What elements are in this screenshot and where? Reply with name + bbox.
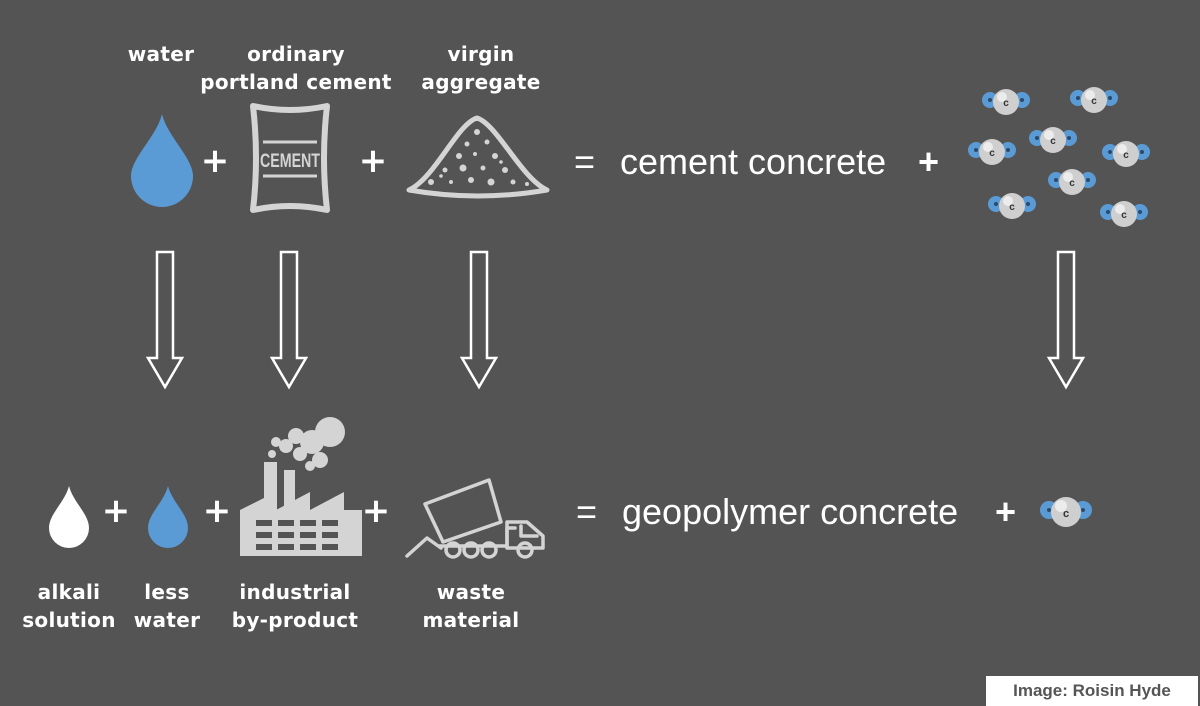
plus-sign: + xyxy=(200,141,230,181)
label-alkali-solution: alkali solution xyxy=(22,580,116,632)
plus-sign: + xyxy=(361,491,391,531)
dump-truck-icon xyxy=(405,478,545,559)
water-drop-icon xyxy=(148,486,188,548)
co2-molecule-cluster: c xyxy=(968,87,1150,227)
down-arrow-icon xyxy=(269,250,309,390)
cement-bag-text: CEMENT xyxy=(260,151,320,172)
down-arrow-icon xyxy=(145,250,185,390)
plus-sign: + xyxy=(918,141,940,182)
image-credit: Image: Roisin Hyde xyxy=(986,676,1198,706)
co2-molecule-icon xyxy=(1102,141,1150,167)
water-drop-icon xyxy=(131,114,193,207)
equals-sign: = xyxy=(576,491,598,532)
plus-sign: + xyxy=(202,491,232,531)
svg-text:c: c xyxy=(1063,508,1069,520)
co2-molecule-icon xyxy=(1048,169,1096,195)
plus-sign: + xyxy=(101,491,131,531)
down-arrow-icon xyxy=(459,250,499,390)
co2-molecule-icon xyxy=(1070,87,1118,113)
plus-sign: + xyxy=(358,141,388,181)
equals-sign: = xyxy=(574,141,596,182)
co2-molecule-icon xyxy=(1029,127,1077,153)
factory-icon xyxy=(240,417,362,556)
label-virgin-aggregate: virgin aggregate xyxy=(421,42,541,94)
label-waste-material: waste material xyxy=(422,580,520,632)
aggregate-pile-icon xyxy=(406,115,550,199)
label-industrial-by-product: industrial by-product xyxy=(231,580,359,632)
label-water: water xyxy=(127,42,195,66)
result-geopolymer-concrete: geopolymer concrete xyxy=(622,491,959,532)
label-ordinary-portland-cement: ordinary portland cement xyxy=(200,42,392,94)
co2-molecule-icon xyxy=(1100,201,1148,227)
co2-molecule-icon xyxy=(982,89,1030,115)
co2-molecule-icon xyxy=(968,139,1016,165)
alkali-drop-icon xyxy=(49,486,89,548)
label-less-water: less water xyxy=(133,580,201,632)
co2-molecule-icon: c xyxy=(1040,497,1092,527)
cement-bag-icon: CEMENT xyxy=(250,103,330,213)
result-cement-concrete: cement concrete xyxy=(620,141,887,182)
down-arrow-icon xyxy=(1046,250,1086,390)
co2-molecule-icon xyxy=(988,193,1036,219)
plus-sign: + xyxy=(995,491,1017,532)
